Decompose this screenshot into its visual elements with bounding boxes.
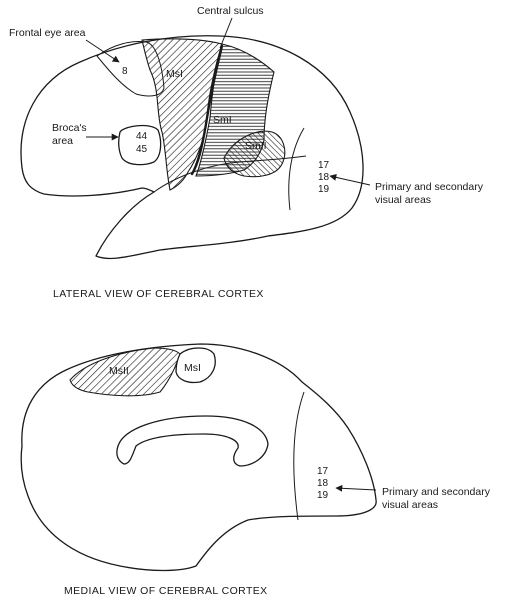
medial-msi-label: MsI [184,362,201,374]
medial-visual-label-line2: visual areas [382,499,438,511]
medial-brain-outline [20,343,377,572]
medial-visual-label-line1: Primary and secondary [382,486,491,498]
lateral-caption: LATERAL VIEW OF CEREBRAL CORTEX [53,288,264,300]
central-sulcus-pointer [219,17,233,49]
medial-caption: MEDIAL VIEW OF CEREBRAL CORTEX [64,585,268,597]
central-sulcus-line [190,44,224,176]
lateral-visual-boundary [288,127,305,211]
corpus-callosum [116,415,269,467]
lateral-visual-label-line1: Primary and secondary [375,181,484,193]
msii-label: MsII [109,365,129,377]
medial-area-19: 19 [317,490,329,501]
smii-region [223,130,286,178]
lateral-area-19: 19 [318,184,330,195]
area-44-number: 44 [136,131,148,142]
medial-area-18: 18 [317,478,329,489]
lateral-view: Central sulcus Frontal eye area 8 MsI Sm… [9,5,484,300]
area-8-number: 8 [122,66,128,77]
medial-msi-region [175,347,216,384]
medial-view: MsII MsI 17 18 19 Primary and secondary … [20,343,491,597]
lateral-area-18: 18 [318,172,330,183]
medial-visual-pointer [335,484,377,492]
broca-label-line2: area [52,135,73,147]
smi-label: SmI [213,114,232,126]
central-sulcus-label: Central sulcus [197,5,264,17]
frontal-eye-pointer [85,39,120,63]
medial-visual-boundary [293,391,305,521]
frontal-eye-area-label: Frontal eye area [9,27,86,39]
msii-region [69,347,181,397]
lateral-visual-label-line2: visual areas [375,194,431,206]
area-45-number: 45 [136,144,148,155]
broca-label-line1: Broca's [52,122,87,134]
msi-label: MsI [166,68,183,80]
smii-label: SmII [245,140,267,152]
broca-region [118,124,162,166]
lateral-visual-pointer [329,173,371,186]
medial-area-17: 17 [317,466,329,477]
lateral-area-17: 17 [318,160,330,171]
